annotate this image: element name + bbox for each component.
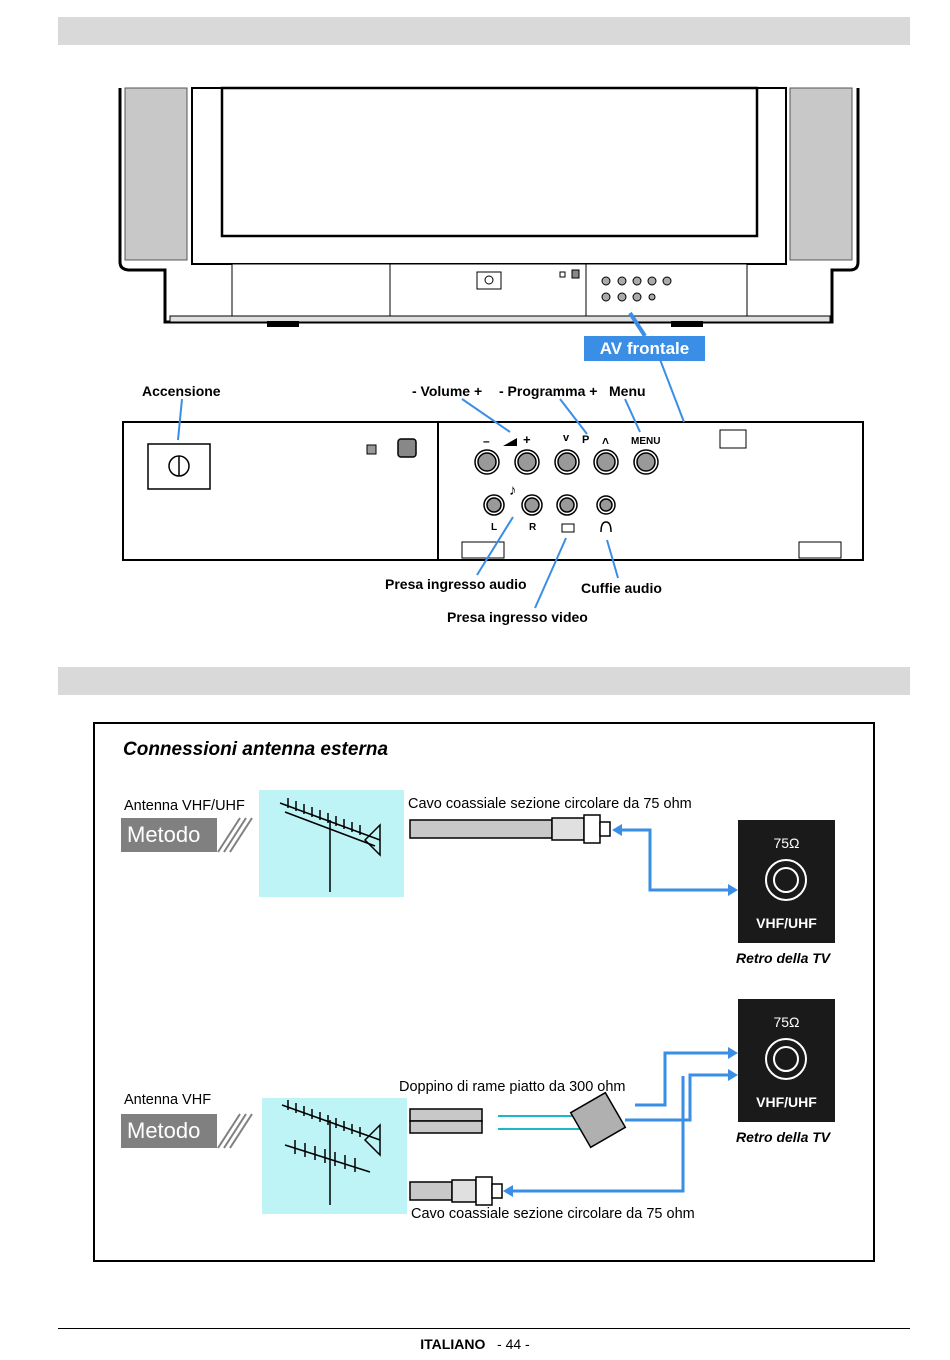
av-frontale-tag: AV frontale: [584, 336, 705, 361]
method1-retro-label: Retro della TV: [736, 950, 831, 966]
method1-antenna-label: Antenna VHF/UHF: [124, 798, 245, 814]
method1-tv-back: 75Ω VHF/UHF: [738, 820, 835, 943]
method2-tv-band: VHF/UHF: [756, 1094, 817, 1110]
panel-mark-prog-down: v: [563, 432, 570, 444]
callout-menu: Menu: [609, 383, 646, 399]
section-header-bar-2: [58, 667, 910, 695]
callout-video-in: Presa ingresso video: [447, 609, 588, 625]
method1-sky-panel: [259, 790, 404, 897]
method2-cable1-label: Doppino di rame piatto da 300 ohm: [399, 1079, 626, 1095]
footer-language: ITALIANO: [420, 1336, 486, 1352]
callout-headphones: Cuffie audio: [581, 580, 662, 596]
panel-mark-prog-up: ˄: [602, 434, 610, 448]
section-header-bar-1: [58, 17, 910, 45]
callout-audio-in: Presa ingresso audio: [385, 576, 527, 592]
method2-retro-label: Retro della TV: [736, 1129, 831, 1145]
footer-page-number: - 44 -: [497, 1336, 530, 1352]
method1-tv-ohm: 75Ω: [773, 835, 800, 851]
method1-tv-band: VHF/UHF: [756, 915, 817, 931]
panel-mark-prog-p: P: [582, 434, 590, 446]
method2-cable2-label: Cavo coassiale sezione circolare da 75 o…: [411, 1206, 695, 1222]
video-in-icon: [561, 523, 575, 533]
method2-tv-ohm: 75Ω: [773, 1014, 800, 1030]
method2-tv-back: 75Ω VHF/UHF: [738, 999, 835, 1122]
panel-mark-right: R: [529, 522, 537, 533]
callout-lines: [177, 335, 685, 609]
callout-volume: - Volume +: [412, 383, 483, 399]
method1-cable-label: Cavo coassiale sezione circolare da 75 o…: [408, 796, 692, 812]
tv-body: [118, 86, 860, 327]
panel-mark-menu: MENU: [631, 436, 661, 447]
panel-mark-left: L: [491, 522, 498, 533]
method2-label: Metodo 2: [121, 1114, 217, 1177]
footer-rule: [58, 1328, 910, 1329]
tv-front-illustration: [118, 86, 864, 609]
method2-sky-panel: [262, 1098, 407, 1214]
panel-buttons: [474, 449, 659, 516]
method1-label: Metodo 1: [121, 818, 217, 881]
antenna-connection-box: [93, 722, 875, 1262]
antenna-section-title: Connessioni antenna esterna: [123, 739, 389, 760]
callout-power: Accensione: [142, 383, 221, 399]
headphones-icon: [600, 521, 612, 533]
volume-ramp-icon: [503, 438, 517, 446]
callout-program: - Programma +: [499, 383, 598, 399]
panel-mark-note: ♪: [509, 482, 517, 499]
method2-antenna-label: Antenna VHF: [124, 1092, 212, 1108]
tv-mini-buttons: [601, 276, 672, 302]
footer: ITALIANO - 44 -: [0, 1336, 950, 1352]
panel-mark-minus: –: [483, 434, 490, 448]
front-panel: [122, 421, 864, 561]
panel-mark-plus: +: [523, 432, 531, 447]
